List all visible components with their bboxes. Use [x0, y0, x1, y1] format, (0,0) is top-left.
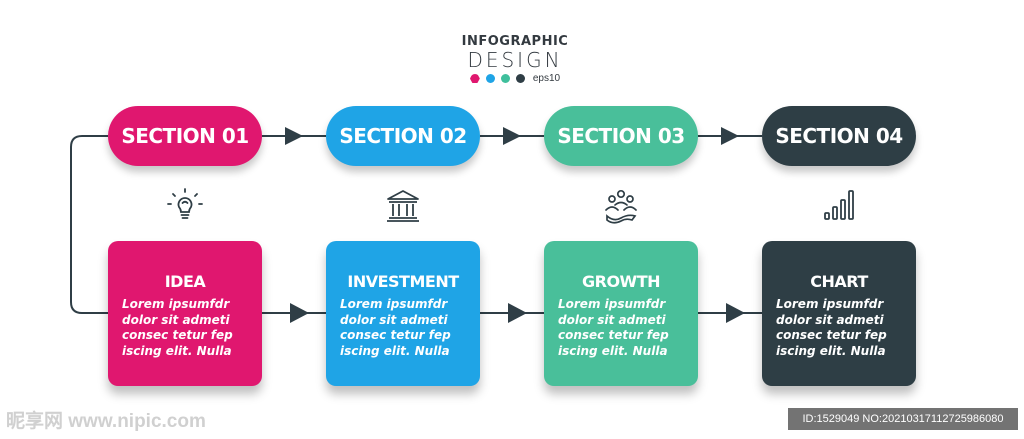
card-text-line: Lorem ipsumfdr	[340, 297, 448, 311]
card-text-line: iscing elit. Nulla	[776, 343, 886, 358]
color-dot	[469, 74, 480, 83]
card-text-line: dolor sit admeti	[122, 312, 230, 327]
bottom-connector-2	[480, 303, 544, 323]
card-text-line: dolor sit admeti	[340, 312, 448, 327]
card-text: Lorem ipsumfdr dolor sit admeti consec t…	[558, 297, 684, 359]
card-text-line: iscing elit. Nulla	[122, 343, 232, 358]
bar-chart-icon	[824, 190, 854, 220]
arrow-right-icon	[508, 303, 527, 323]
section-02-pill: SECTION 02	[326, 106, 480, 166]
arrow-right-icon	[726, 303, 745, 323]
top-connector-1	[262, 127, 326, 145]
color-dot	[485, 74, 495, 83]
card-text: Lorem ipsumfdr dolor sit admeti consec t…	[122, 297, 248, 359]
watermark-logo: 昵享网 www.nipic.com	[6, 411, 206, 432]
card-text-line: iscing elit. Nulla	[558, 343, 668, 358]
color-dot	[515, 74, 525, 83]
color-dot	[500, 74, 510, 83]
arrow-right-icon	[290, 303, 309, 323]
arrow-right-icon	[503, 127, 521, 145]
card-title: IDEA	[164, 272, 206, 291]
arrow-right-icon	[285, 127, 303, 145]
infographic-header: INFOGRAPHIC DESIGN eps10	[440, 34, 590, 84]
bank-icon	[387, 190, 419, 222]
bottom-connector-1	[262, 303, 326, 323]
section-03-pill: SECTION 03	[544, 106, 698, 166]
section-04-pill: SECTION 04	[762, 106, 916, 166]
top-connector-2	[480, 127, 544, 145]
top-connector-3	[698, 127, 762, 145]
eps-label: eps10	[532, 73, 561, 84]
header-title-line1: INFOGRAPHIC	[461, 34, 569, 49]
card-text-line: consec tetur fep	[558, 328, 669, 342]
people-growth-icon	[605, 189, 637, 224]
header-color-dots: eps10	[440, 73, 590, 84]
section-03-card: GROWTH Lorem ipsumfdr dolor sit admeti c…	[544, 241, 698, 386]
card-text-line: dolor sit admeti	[776, 312, 884, 327]
card-title: INVESTMENT	[347, 272, 459, 291]
section-02-card: INVESTMENT Lorem ipsumfdr dolor sit adme…	[326, 241, 480, 386]
section-01-pill: SECTION 01	[108, 106, 262, 166]
bottom-connector-3	[698, 303, 762, 323]
card-title: CHART	[810, 272, 868, 291]
card-text-line: Lorem ipsumfdr	[558, 297, 666, 311]
card-text-line: iscing elit. Nulla	[340, 343, 450, 358]
lightbulb-icon	[167, 188, 203, 219]
section-04-card: CHART Lorem ipsumfdr dolor sit admeti co…	[762, 241, 916, 386]
card-text-line: consec tetur fep	[122, 328, 233, 342]
card-text-line: Lorem ipsumfdr	[122, 297, 230, 311]
card-text: Lorem ipsumfdr dolor sit admeti consec t…	[776, 297, 902, 359]
card-title: GROWTH	[581, 272, 661, 291]
section-01-card: IDEA Lorem ipsumfdr dolor sit admeti con…	[108, 241, 262, 386]
watermark-id: ID:1529049 NO:20210317112725986080	[788, 408, 1018, 430]
card-text: Lorem ipsumfdr dolor sit admeti consec t…	[340, 297, 466, 359]
card-text-line: dolor sit admeti	[558, 312, 666, 327]
card-text-line: Lorem ipsumfdr	[776, 297, 884, 311]
card-text-line: consec tetur fep	[340, 328, 451, 342]
header-title-line2: DESIGN	[467, 48, 563, 72]
loop-connector	[70, 135, 108, 314]
arrow-right-icon	[721, 127, 739, 145]
card-text-line: consec tetur fep	[776, 328, 887, 342]
